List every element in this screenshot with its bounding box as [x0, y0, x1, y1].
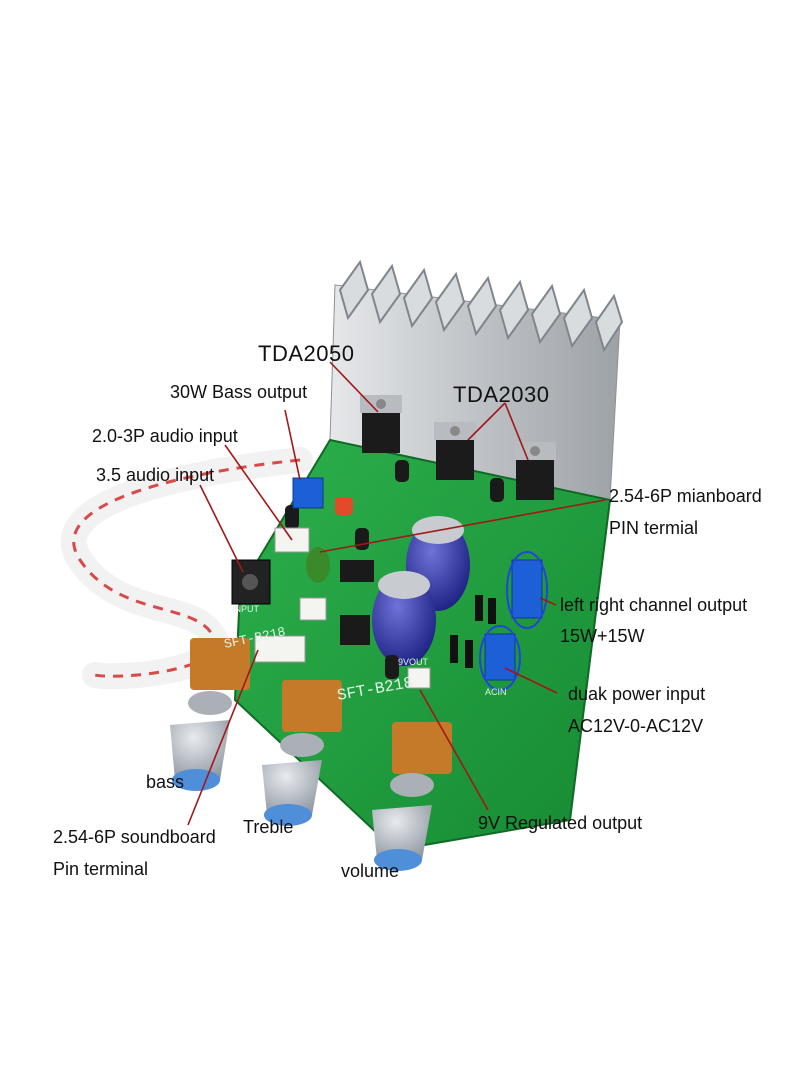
channel-output-terminal — [511, 559, 543, 619]
treble-potentiometer — [262, 680, 342, 826]
channel-output-leader — [539, 597, 557, 606]
channel-output-label-line2: 15W+15W — [560, 626, 645, 646]
regulated-output-header — [407, 667, 431, 689]
volume-knob-label: volume — [341, 861, 400, 881]
channel-output-label-line1: left right channel output — [560, 595, 748, 615]
power-input-highlight — [479, 625, 521, 691]
filter-capacitor-2 — [372, 571, 436, 666]
tda2030-leader-b — [504, 402, 529, 461]
soundboard-pin-label-line2: Pin terminal — [53, 859, 149, 879]
channel-output-highlight — [506, 551, 548, 629]
tda2030-chip-left — [434, 422, 476, 480]
bass-potentiometer — [170, 638, 250, 791]
audio-input-35-label: 3.5 audio input — [96, 465, 215, 485]
tda2030-leader-a — [467, 402, 506, 441]
soundboard-pin-label-line1: 2.54-6P soundboard — [53, 827, 216, 847]
mainboard-pin-label-line1: 2.54-6P mianboard — [609, 486, 762, 506]
bass-output-leader — [284, 409, 301, 481]
mainboard-pin-leader — [319, 499, 606, 553]
bass-output-terminal — [292, 477, 324, 509]
audio-input-3p-label: 2.0-3P audio input — [92, 426, 238, 446]
tda2050-leader — [329, 361, 379, 413]
ribbon-cable — [60, 447, 313, 690]
audio-jack-leader — [199, 484, 244, 573]
bass-output-label: 30W Bass output — [170, 382, 308, 402]
regulated-output-leader — [419, 689, 489, 811]
silkscreen-input-mark: INPUT — [232, 604, 260, 614]
mainboard-pin-label-line2: PIN termial — [609, 518, 699, 538]
silkscreen-acin-mark: ACIN — [485, 687, 507, 697]
regulated-output-label: 9V Regulated output — [478, 813, 643, 833]
power-input-terminal — [484, 633, 516, 681]
volume-potentiometer — [372, 722, 452, 871]
bass-knob-label: bass — [146, 772, 185, 792]
power-input-leader — [504, 667, 558, 694]
power-input-label-line2: AC12V-0-AC12V — [568, 716, 704, 736]
audio-jack-35 — [231, 559, 271, 605]
tda2030-label: TDA2030 — [453, 382, 550, 407]
annotation-lines — [187, 361, 606, 826]
treble-knob-label: Treble — [243, 817, 294, 837]
tda2030-chip-right — [514, 442, 556, 500]
soundboard-6p-header — [254, 635, 306, 663]
mainboard-6p-header — [299, 597, 327, 621]
tda2050-label: TDA2050 — [258, 341, 355, 366]
tda2050-chip — [360, 395, 402, 453]
silkscreen-out-mark: 9VOUT — [398, 657, 429, 667]
soundboard-pin-leader — [187, 649, 259, 826]
small-components — [285, 460, 504, 679]
audio-input-3p-leader — [224, 444, 293, 541]
power-input-label-line1: duak power input — [568, 684, 706, 704]
